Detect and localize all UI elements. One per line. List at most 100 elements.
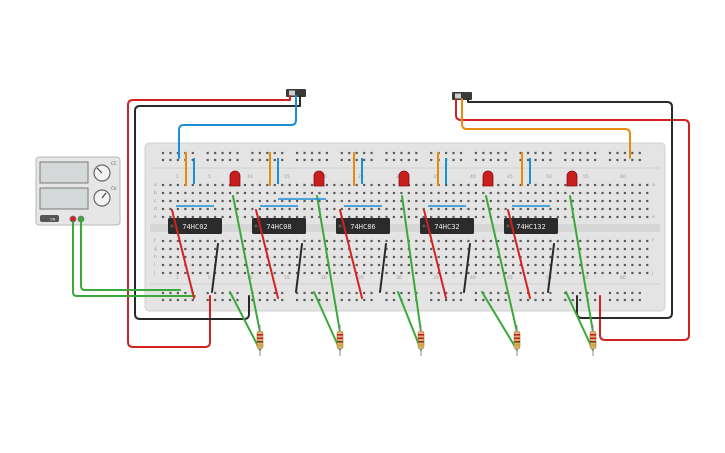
breadboard-hole[interactable] — [474, 191, 477, 195]
breadboard-hole[interactable] — [169, 215, 172, 219]
breadboard-hole[interactable] — [340, 298, 343, 302]
breadboard-hole[interactable] — [541, 183, 545, 187]
breadboard-hole[interactable] — [549, 298, 552, 302]
breadboard-hole[interactable] — [243, 215, 247, 219]
breadboard-hole[interactable] — [199, 199, 202, 203]
breadboard-hole[interactable] — [251, 151, 254, 155]
breadboard-hole[interactable] — [214, 183, 217, 187]
breadboard-hole[interactable] — [296, 158, 299, 162]
breadboard-hole[interactable] — [310, 183, 314, 187]
breadboard-hole[interactable] — [325, 191, 328, 195]
breadboard-hole[interactable] — [504, 207, 507, 211]
breadboard-hole[interactable] — [288, 207, 291, 211]
breadboard-hole[interactable] — [467, 263, 470, 267]
breadboard-hole[interactable] — [459, 263, 463, 267]
wire-red[interactable] — [339, 209, 363, 299]
breadboard-hole[interactable] — [623, 151, 626, 155]
breadboard-hole[interactable] — [556, 263, 559, 267]
breadboard-hole[interactable] — [400, 255, 403, 259]
breadboard-hole[interactable] — [541, 191, 545, 195]
breadboard-hole[interactable] — [228, 239, 232, 243]
breadboard-hole[interactable] — [400, 207, 403, 211]
breadboard-hole[interactable] — [318, 291, 321, 295]
breadboard-hole[interactable] — [363, 298, 366, 302]
breadboard-hole[interactable] — [608, 271, 612, 275]
breadboard-hole[interactable] — [586, 158, 589, 162]
breadboard-hole[interactable] — [512, 199, 515, 203]
breadboard-hole[interactable] — [430, 215, 433, 219]
breadboard-hole[interactable] — [564, 247, 567, 251]
breadboard-hole[interactable] — [430, 247, 433, 251]
power-supply[interactable]: CC CV ON — [35, 156, 121, 226]
breadboard-hole[interactable] — [377, 239, 381, 243]
breadboard-hole[interactable] — [273, 158, 276, 162]
breadboard-hole[interactable] — [459, 239, 463, 243]
breadboard-hole[interactable] — [430, 207, 433, 211]
breadboard-hole[interactable] — [452, 263, 455, 267]
breadboard-hole[interactable] — [370, 255, 373, 259]
breadboard-hole[interactable] — [161, 199, 165, 203]
breadboard-hole[interactable] — [594, 215, 597, 219]
wire-green-psu-1[interactable] — [72, 221, 196, 297]
power-button[interactable] — [40, 215, 59, 222]
breadboard-hole[interactable] — [176, 298, 179, 302]
breadboard-hole[interactable] — [452, 191, 455, 195]
breadboard-hole[interactable] — [236, 239, 239, 243]
breadboard-hole[interactable] — [579, 298, 582, 302]
breadboard-hole[interactable] — [504, 215, 507, 219]
breadboard-hole[interactable] — [221, 298, 224, 302]
breadboard-hole[interactable] — [176, 255, 179, 259]
breadboard-hole[interactable] — [161, 191, 165, 195]
breadboard-hole[interactable] — [191, 271, 194, 275]
breadboard-hole[interactable] — [519, 191, 522, 195]
breadboard-hole[interactable] — [169, 151, 172, 155]
breadboard-hole[interactable] — [586, 271, 589, 275]
breadboard-hole[interactable] — [489, 158, 492, 162]
breadboard-hole[interactable] — [445, 215, 448, 219]
breadboard-hole[interactable] — [556, 255, 559, 259]
breadboard-hole[interactable] — [497, 199, 500, 203]
breadboard-hole[interactable] — [303, 298, 306, 302]
breadboard-hole[interactable] — [206, 151, 209, 155]
breadboard-hole[interactable] — [176, 271, 179, 275]
breadboard-hole[interactable] — [184, 298, 187, 302]
breadboard-hole[interactable] — [512, 271, 515, 275]
breadboard-hole[interactable] — [623, 199, 626, 203]
breadboard-hole[interactable] — [400, 263, 403, 267]
breadboard-hole[interactable] — [251, 271, 254, 275]
breadboard-hole[interactable] — [310, 247, 314, 251]
breadboard-hole[interactable] — [564, 183, 567, 187]
breadboard-hole[interactable] — [564, 158, 567, 162]
breadboard-hole[interactable] — [266, 271, 269, 275]
breadboard-hole[interactable] — [191, 199, 194, 203]
breadboard-hole[interactable] — [333, 199, 336, 203]
breadboard-hole[interactable] — [392, 247, 396, 251]
breadboard-hole[interactable] — [348, 183, 351, 187]
breadboard-hole[interactable] — [236, 271, 239, 275]
wire-green-led[interactable] — [232, 195, 261, 333]
breadboard-hole[interactable] — [571, 151, 574, 155]
breadboard-hole[interactable] — [281, 199, 284, 203]
breadboard-hole[interactable] — [407, 215, 410, 219]
breadboard-hole[interactable] — [526, 191, 530, 195]
breadboard-hole[interactable] — [556, 207, 559, 211]
breadboard-hole[interactable] — [370, 247, 373, 251]
breadboard-hole[interactable] — [281, 263, 284, 267]
breadboard-hole[interactable] — [616, 255, 619, 259]
breadboard-hole[interactable] — [355, 191, 358, 195]
breadboard-hole[interactable] — [504, 191, 507, 195]
breadboard-hole[interactable] — [251, 263, 254, 267]
breadboard-hole[interactable] — [437, 215, 440, 219]
switch-knob[interactable] — [289, 90, 295, 96]
breadboard-hole[interactable] — [459, 207, 463, 211]
breadboard-hole[interactable] — [400, 158, 403, 162]
breadboard-hole[interactable] — [184, 271, 187, 275]
breadboard-hole[interactable] — [571, 298, 574, 302]
breadboard-hole[interactable] — [325, 199, 328, 203]
breadboard-hole[interactable] — [504, 239, 507, 243]
breadboard-hole[interactable] — [415, 151, 418, 155]
led-red[interactable] — [482, 170, 494, 187]
breadboard-hole[interactable] — [191, 191, 194, 195]
breadboard-hole[interactable] — [556, 215, 559, 219]
breadboard-hole[interactable] — [199, 183, 202, 187]
